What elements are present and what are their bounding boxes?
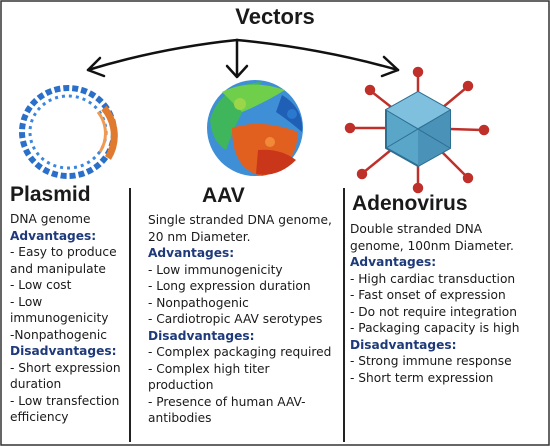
disadvantages-heading: Disadvantages:: [148, 328, 255, 343]
aav-title: AAV: [202, 184, 245, 207]
advantage-item: - Low immunogenicity: [10, 294, 109, 326]
aav-column: Single stranded DNA genome, 20 nm Diamete…: [148, 212, 342, 427]
description-line: 20 nm Diameter.: [148, 229, 251, 244]
advantage-item: - Low cost: [10, 278, 72, 292]
advantage-item: - High cardiac transduction: [350, 271, 516, 286]
description-line: genome, 100nm Diameter.: [350, 238, 514, 253]
advantage-item: - Do not require integration: [350, 304, 517, 319]
arrowhead-center: [225, 64, 249, 79]
adenovirus-column: Double stranded DNA genome, 100nm Diamete…: [350, 221, 546, 386]
disadvantage-item: - Low transfection efficiency: [10, 393, 120, 425]
arrow-right: [235, 38, 400, 72]
advantages-heading: Advantages:: [10, 228, 97, 243]
adenovirus-icon: [344, 66, 490, 194]
advantage-item: - Easy to produce and manipulate: [10, 245, 117, 276]
advantage-item: - Long expression duration: [148, 279, 311, 293]
adenovirus-title: Adenovirus: [352, 192, 468, 215]
disadvantage-item: - Strong immune response: [350, 354, 512, 368]
arrows: [86, 38, 400, 79]
advantage-item: - Cardiotropic AAV serotypes: [148, 312, 323, 326]
divider-right: [343, 188, 345, 442]
advantage-item: - Nonpathogenic: [148, 295, 249, 310]
arrowhead-right: [380, 55, 400, 78]
disadvantage-item: - Complex high titer production: [148, 361, 270, 393]
advantage-item: - Packaging capacity is high: [350, 321, 520, 335]
advantages-heading: Advantages:: [148, 246, 235, 260]
description-line: Single stranded DNA genome,: [148, 213, 332, 227]
plasmid-helix-icon: [19, 85, 118, 179]
advantages-heading: Advantages:: [350, 255, 437, 269]
arrow-left: [86, 38, 239, 72]
disadvantage-item: - Presence of human AAV- antibodies: [148, 394, 306, 426]
plasmid-title: Plasmid: [10, 183, 91, 206]
advantage-item: -Nonpathogenic: [10, 327, 107, 342]
disadvantage-item: - Short expression duration: [10, 360, 121, 392]
diagram-title: Vectors: [235, 4, 315, 29]
advantage-item: - Low immunogenicity: [148, 262, 283, 277]
disadvantage-item: - Complex packaging required: [148, 345, 332, 359]
advantage-item: - Fast onset of expression: [350, 288, 506, 302]
description-line: DNA genome: [10, 212, 91, 226]
aav-capsid-icon: [207, 80, 303, 176]
disadvantage-item: - Short term expression: [350, 370, 494, 385]
divider-left: [129, 188, 131, 442]
disadvantages-heading: Disadvantages:: [350, 337, 457, 352]
description-line: Double stranded DNA: [350, 222, 483, 236]
arrowhead-left: [86, 56, 106, 78]
disadvantages-heading: Disadvantages:: [10, 344, 117, 358]
